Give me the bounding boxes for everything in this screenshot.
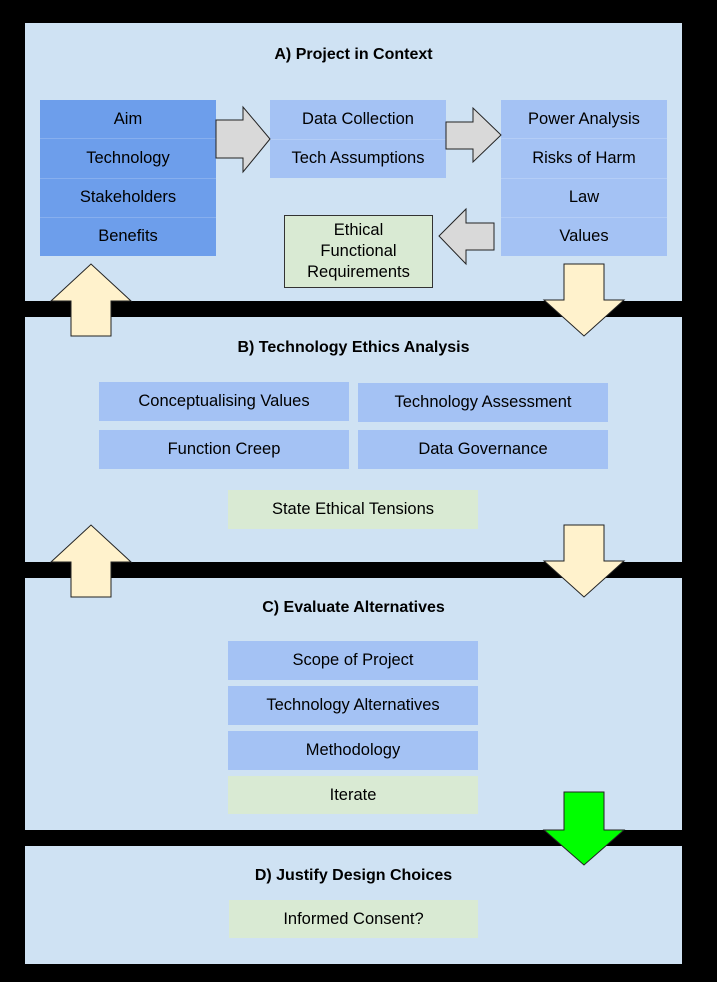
arrow-right-icon (215, 105, 271, 174)
state-ethical-tensions-box: State Ethical Tensions (228, 490, 478, 529)
technology-alternatives-box: Technology Alternatives (228, 686, 478, 725)
arrow-up-icon (49, 524, 133, 598)
stack-item-benefits: Benefits (98, 227, 158, 246)
methodology-box: Methodology (228, 731, 478, 770)
stack-item-values: Values (559, 227, 609, 246)
stack-item-power-analysis: Power Analysis (501, 100, 667, 140)
arrow-down-green-icon (542, 791, 626, 866)
arrow-down-icon (542, 263, 626, 337)
stack-item-data-collection: Data Collection (270, 100, 446, 140)
informed-consent-box: Informed Consent? (229, 900, 478, 938)
stack-item-stakeholders: Stakeholders (40, 179, 216, 218)
data-governance-box: Data Governance (358, 430, 608, 469)
stack-item-tech-assumptions: Tech Assumptions (291, 149, 425, 168)
arrow-up-icon (49, 263, 133, 337)
ethical-functional-requirements-box: Ethical Functional Requirements (284, 215, 433, 288)
iterate-box: Iterate (228, 776, 478, 814)
stack-item-law: Law (501, 179, 667, 218)
arrow-left-icon (438, 207, 495, 266)
data-tech-stack: Data Collection Tech Assumptions (270, 100, 446, 178)
arrow-right-icon (445, 106, 502, 164)
scope-of-project-box: Scope of Project (228, 641, 478, 680)
project-basics-stack: Aim Technology Stakeholders Benefits (40, 100, 216, 256)
stack-item-technology: Technology (40, 139, 216, 179)
technology-assessment-box: Technology Assessment (358, 383, 608, 422)
panel-c-title: C) Evaluate Alternatives (262, 599, 445, 616)
arrow-down-icon (542, 524, 626, 598)
panel-b-title: B) Technology Ethics Analysis (237, 339, 470, 356)
function-creep-box: Function Creep (99, 430, 349, 469)
panel-a-title: A) Project in Context (274, 46, 433, 63)
analysis-stack: Power Analysis Risks of Harm Law Values (501, 100, 667, 256)
panel-d-title: D) Justify Design Choices (254, 867, 453, 884)
stack-item-risks-of-harm: Risks of Harm (501, 139, 667, 179)
stack-item-aim: Aim (40, 100, 216, 140)
conceptualising-values-box: Conceptualising Values (99, 382, 349, 421)
